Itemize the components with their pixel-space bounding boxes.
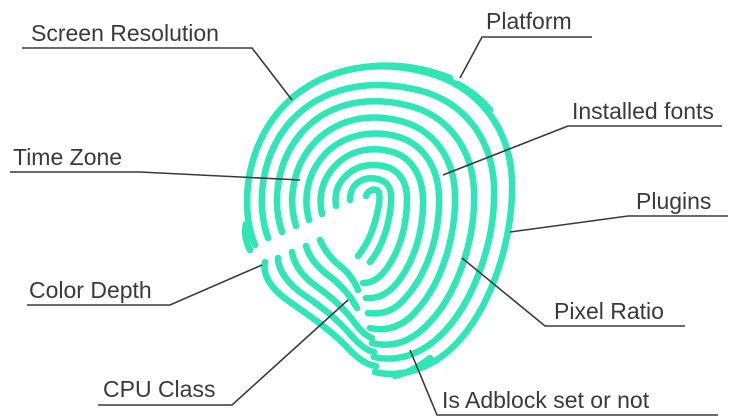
leader-plugins [509, 215, 728, 233]
leader-platform [459, 36, 592, 79]
leader-cpu-class [98, 299, 349, 406]
label-installed-fonts: Installed fonts [572, 98, 714, 124]
leader-adblock [409, 349, 718, 416]
label-time-zone: Time Zone [13, 144, 123, 170]
leader-lines [10, 36, 728, 416]
label-screen-resolution: Screen Resolution [31, 20, 219, 46]
leader-installed-fonts [442, 125, 722, 176]
label-color-depth: Color Depth [29, 277, 152, 303]
label-plugins: Plugins [636, 188, 712, 214]
leader-screen-resolution [22, 47, 293, 101]
label-pixel-ratio: Pixel Ratio [554, 298, 664, 324]
leader-pixel-ratio [461, 257, 685, 327]
label-platform: Platform [486, 8, 572, 34]
leader-time-zone [10, 171, 301, 181]
label-cpu-class: CPU Class [103, 376, 216, 402]
label-adblock: Is Adblock set or not [442, 387, 650, 413]
leader-color-depth [27, 264, 263, 306]
fingerprint-icon [241, 62, 516, 380]
